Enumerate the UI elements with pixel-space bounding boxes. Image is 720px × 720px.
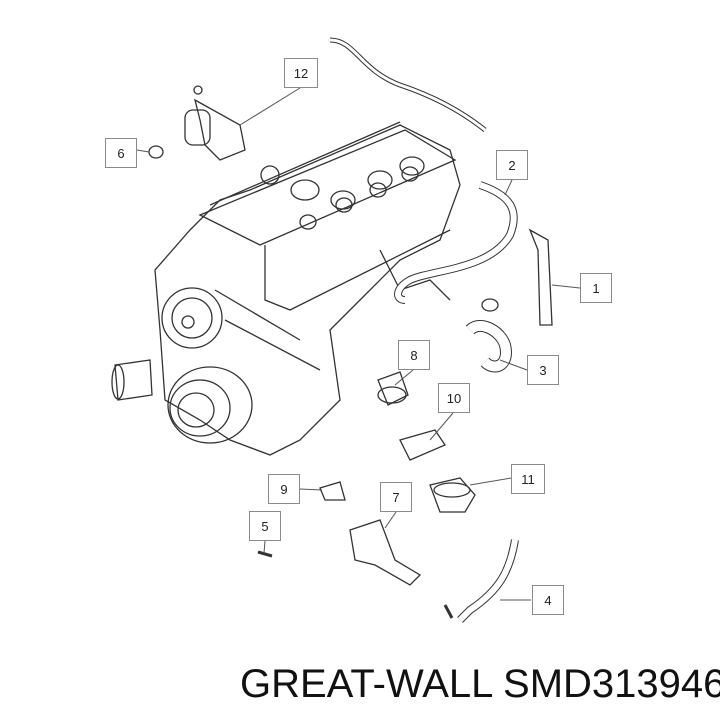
engine-block <box>111 121 461 456</box>
callout-2: 2 <box>496 150 528 180</box>
callout-11: 11 <box>511 464 545 494</box>
callout-8: 8 <box>398 340 430 370</box>
part-shapes <box>148 37 553 623</box>
callout-3: 3 <box>527 355 559 385</box>
callout-6: 6 <box>105 138 137 168</box>
callout-9: 9 <box>268 474 300 504</box>
leader-lines <box>136 87 581 601</box>
callout-4: 4 <box>532 585 564 615</box>
callout-12: 12 <box>284 58 318 88</box>
callout-10: 10 <box>438 383 470 413</box>
part-caption: GREAT-WALL SMD313946 <box>240 662 720 706</box>
callout-5: 5 <box>249 511 281 541</box>
callout-7: 7 <box>380 482 412 512</box>
callout-1: 1 <box>580 273 612 303</box>
